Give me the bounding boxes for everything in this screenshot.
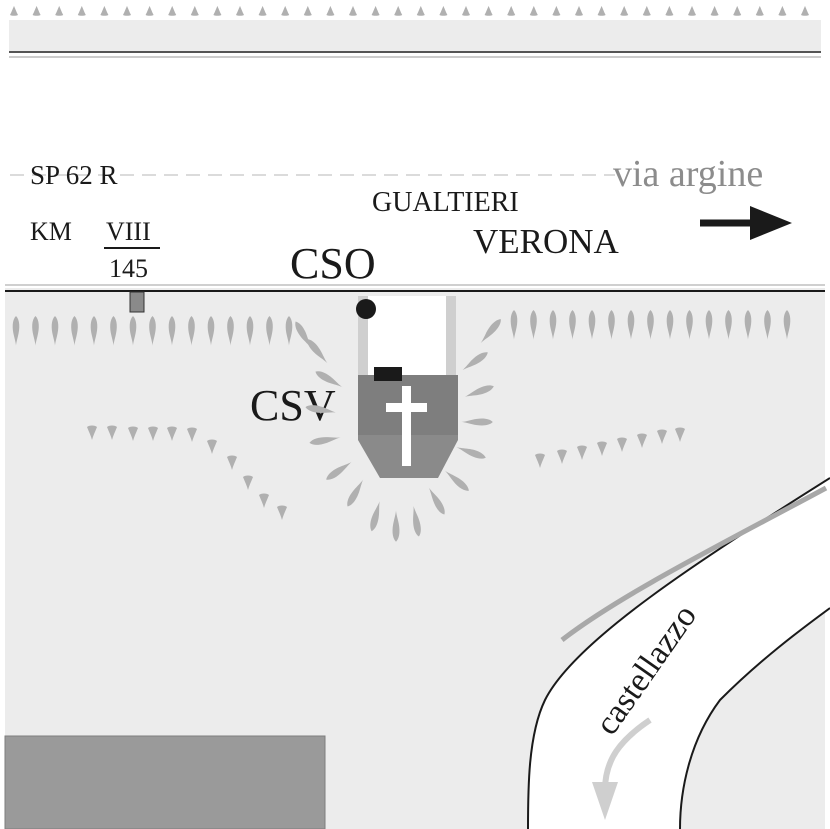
road-name: SP 62 R [30,160,118,190]
cypress-tree-icon [733,6,742,16]
cypress-tree-icon [552,6,561,16]
side-road [528,478,830,829]
destination-upper: GUALTIERI [372,187,519,218]
branch-road-name: via argine [613,153,763,195]
cypress-tree-icon [77,6,86,16]
cypress-tree-icon [213,6,222,16]
cypress-tree-icon [575,6,583,16]
cypress-tree-icon [281,6,290,16]
destination-lower: VERONA [473,222,620,261]
km-prefix: KM [30,217,72,246]
km-number: 145 [109,254,148,283]
cypress-tree-icon [349,6,357,16]
cypress-tree-icon [55,6,64,16]
building-block [4,735,326,829]
cypress-tree-icon [620,6,629,16]
cypress-tree-icon [32,6,41,16]
cypress-tree-icon [100,6,109,16]
cypress-tree-icon [688,6,696,16]
cypress-tree-icon [10,6,18,16]
cypress-tree-icon [439,6,448,16]
side-road-arrow-shaft [602,717,652,791]
top-strip [9,20,821,52]
cypress-tree-icon [326,6,335,16]
top-tree-row [10,6,809,16]
cypress-tree-icon [665,6,674,16]
cypress-tree-icon [529,6,538,16]
cypress-tree-icon [778,6,787,16]
cso-point-marker [356,299,376,319]
cypress-tree-icon [394,6,403,16]
km-marker-post [129,291,145,313]
cypress-tree-icon [507,6,516,16]
site-cso-label: CSO [290,239,376,288]
cypress-tree-icon [371,6,380,16]
cypress-tree-icon [484,6,493,16]
cypress-tree-icon [642,6,651,16]
cypress-tree-icon [303,6,312,16]
side-road-arrow-head [592,782,618,820]
cypress-tree-icon [236,6,244,16]
cypress-tree-icon [168,6,177,16]
cypress-tree-icon [801,6,809,16]
cypress-tree-icon [145,6,154,16]
site-csv-label: CSV [250,381,336,430]
km-roman: VIII [106,217,151,246]
cypress-tree-icon [462,6,470,16]
cypress-tree-icon [755,6,764,16]
cypress-tree-icon [416,6,425,16]
latin-cross-icon [386,386,427,466]
cypress-tree-icon [258,6,267,16]
cypress-tree-icon [710,6,719,16]
cypress-tree-icon [190,6,199,16]
arrow-right-icon [700,206,792,240]
cypress-tree-icon [123,6,131,16]
cypress-tree-icon [597,6,606,16]
cemetery-gate [374,367,402,381]
side-road-edge [560,485,828,642]
